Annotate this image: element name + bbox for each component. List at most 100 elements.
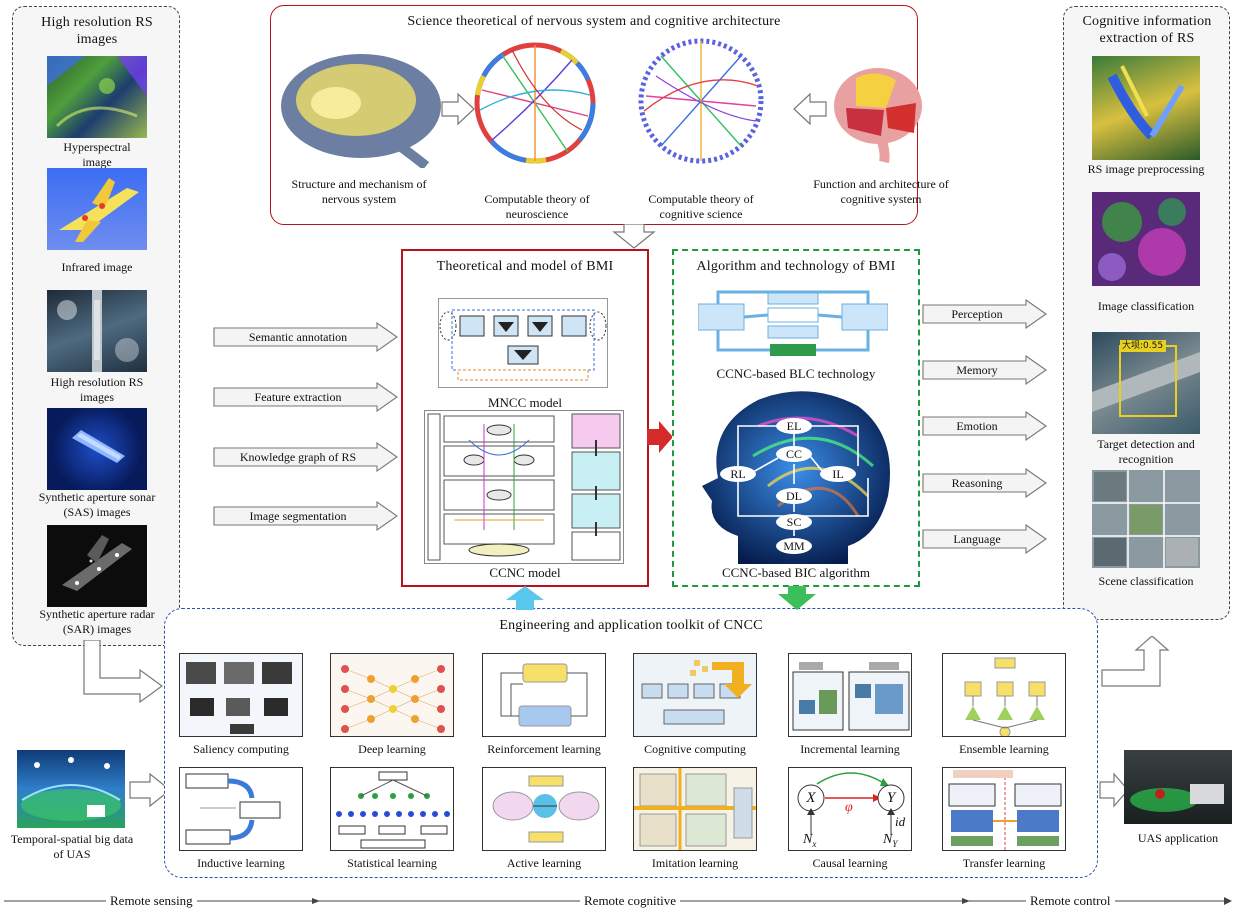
- causal-ny-symbol: NY: [883, 832, 898, 849]
- node-il: IL: [820, 466, 856, 482]
- toolkit-title: Engineering and application toolkit of C…: [499, 618, 763, 633]
- toolkit-to-model-arrow: [506, 586, 544, 610]
- left-panel-title: High resolution RS images: [41, 15, 153, 47]
- target-detection-label: Target detection and recognition: [1097, 437, 1195, 466]
- model-panel-title: Theoretical and model of BMI: [436, 259, 614, 274]
- input-arrow-semantic-annotation: Semantic annotation: [213, 322, 399, 352]
- left-to-toolkit-arrow: [83, 640, 164, 704]
- algo-to-toolkit-arrow: [778, 586, 816, 610]
- brain-function-label: Function and architecture of cognitive s…: [813, 177, 949, 206]
- deep-learning-label: Deep learning: [358, 742, 426, 756]
- uas-big-data-label: Temporal-spatial big data of UAS: [10, 832, 134, 861]
- blc-technology-diagram: [698, 290, 888, 356]
- transfer-learning-label: Transfer learning: [962, 856, 1046, 870]
- toolkit-to-right-arrow: [1101, 636, 1170, 687]
- input-arrow-feature-extraction: Feature extraction: [213, 382, 399, 412]
- node-sc: SC: [776, 514, 812, 530]
- input-arrow-knowledge-graph: Knowledge graph of RS: [213, 442, 399, 472]
- causal-id-symbol: id: [895, 814, 906, 829]
- causal-phi-symbol: φ: [845, 800, 853, 815]
- image-classification-image: [1092, 192, 1200, 286]
- hyperspectral-label: Hyperspectral image: [63, 140, 131, 169]
- rs-preprocessing-image: [1092, 56, 1200, 160]
- saliency-computing-label: Saliency computing: [193, 742, 289, 756]
- arrow-right-1: [441, 92, 475, 126]
- node-cc: CC: [776, 446, 812, 462]
- scene-classification-image: [1092, 470, 1200, 568]
- target-detection-image: 大坝:0.55: [1092, 332, 1200, 434]
- bic-algorithm-diagram: [702, 391, 890, 564]
- statistical-learning-image: [330, 767, 454, 851]
- inductive-learning-label: Inductive learning: [197, 856, 285, 870]
- ensemble-learning-label: Ensemble learning: [959, 742, 1049, 756]
- causal-learning-image: X Y φ id Nx NY: [788, 767, 912, 851]
- causal-x-symbol: X: [806, 790, 816, 806]
- ccnc-model-label: CCNC model: [489, 565, 561, 580]
- mncc-model-diagram: [438, 298, 608, 388]
- uas-big-data-image: [17, 750, 125, 828]
- incremental-learning-label: Incremental learning: [800, 742, 900, 756]
- reinforcement-learning-image: [482, 653, 606, 737]
- algo-panel-title: Algorithm and technology of BMI: [696, 259, 896, 274]
- inductive-learning-image: [179, 767, 303, 851]
- brain-structure-label: Structure and mechanism of nervous syste…: [291, 177, 427, 206]
- cognitive-computing-image: [633, 653, 757, 737]
- arrow-left-1: [793, 92, 827, 126]
- node-mm: MM: [776, 538, 812, 554]
- detection-tag: 大坝:0.55: [1122, 341, 1164, 351]
- high-res-rs-label: High resolution RS images: [50, 375, 144, 404]
- active-learning-image: [482, 767, 606, 851]
- infrared-image: [47, 168, 147, 250]
- ensemble-learning-image: [942, 653, 1066, 737]
- deep-learning-image: [330, 653, 454, 737]
- incremental-learning-image: [788, 653, 912, 737]
- statistical-learning-label: Statistical learning: [347, 856, 437, 870]
- top-down-arrow: [612, 224, 656, 249]
- sas-image: [47, 408, 147, 490]
- uas-to-toolkit-arrow: [129, 772, 171, 808]
- toolkit-to-uas-arrow: [1099, 772, 1129, 808]
- input-arrow-image-segmentation: Image segmentation: [213, 501, 399, 531]
- brain-structure-image: [281, 54, 441, 168]
- axis-remote-cognitive: Remote cognitive: [580, 893, 681, 909]
- output-arrow-reasoning: Reasoning: [922, 468, 1048, 498]
- imitation-learning-label: Imitation learning: [651, 856, 739, 870]
- active-learning-label: Active learning: [506, 856, 582, 870]
- top-panel-title: Science theoretical of nervous system an…: [407, 14, 781, 29]
- neuroscience-label: Computable theory of neuroscience: [484, 192, 590, 221]
- blc-technology-label: CCNC-based BLC technology: [716, 366, 876, 381]
- sar-label: Synthetic aperture radar (SAR) images: [39, 607, 155, 636]
- infrared-label: Infrared image: [61, 260, 133, 274]
- output-arrow-perception: Perception: [922, 299, 1048, 329]
- cognitive-science-label: Computable theory of cognitive science: [648, 192, 754, 221]
- mncc-model-label: MNCC model: [487, 395, 563, 410]
- imitation-learning-image: [633, 767, 757, 851]
- ccnc-model-diagram: [424, 410, 624, 564]
- scene-classification-label: Scene classification: [1098, 574, 1194, 588]
- image-classification-label: Image classification: [1097, 299, 1195, 313]
- causal-nx-symbol: Nx: [803, 832, 817, 849]
- uas-application-image: [1124, 750, 1232, 824]
- output-arrow-memory: Memory: [922, 355, 1048, 385]
- reinforcement-learning-label: Reinforcement learning: [487, 742, 601, 756]
- cognitive-computing-label: Cognitive computing: [644, 742, 746, 756]
- sar-image: [47, 525, 147, 607]
- axis-remote-control: Remote control: [1026, 893, 1115, 909]
- node-dl: DL: [776, 488, 812, 504]
- uas-application-label: UAS application: [1137, 831, 1219, 845]
- model-to-algo-arrow: [647, 421, 673, 453]
- axis-remote-sensing: Remote sensing: [106, 893, 197, 909]
- rs-preprocessing-label: RS image preprocessing: [1087, 162, 1205, 176]
- causal-learning-label: Causal learning: [812, 856, 888, 870]
- cognitive-chord-image: [638, 38, 764, 164]
- causal-y-symbol: Y: [886, 790, 896, 806]
- hyperspectral-image: [47, 56, 147, 138]
- output-arrow-language: Language: [922, 524, 1048, 554]
- transfer-learning-image: [942, 767, 1066, 851]
- high-res-rs-image: [47, 290, 147, 372]
- neuroscience-chord-image: [474, 42, 596, 164]
- output-arrow-emotion: Emotion: [922, 411, 1048, 441]
- saliency-computing-image: [179, 653, 303, 737]
- sas-label: Synthetic aperture sonar (SAS) images: [38, 490, 156, 519]
- node-rl: RL: [720, 466, 756, 482]
